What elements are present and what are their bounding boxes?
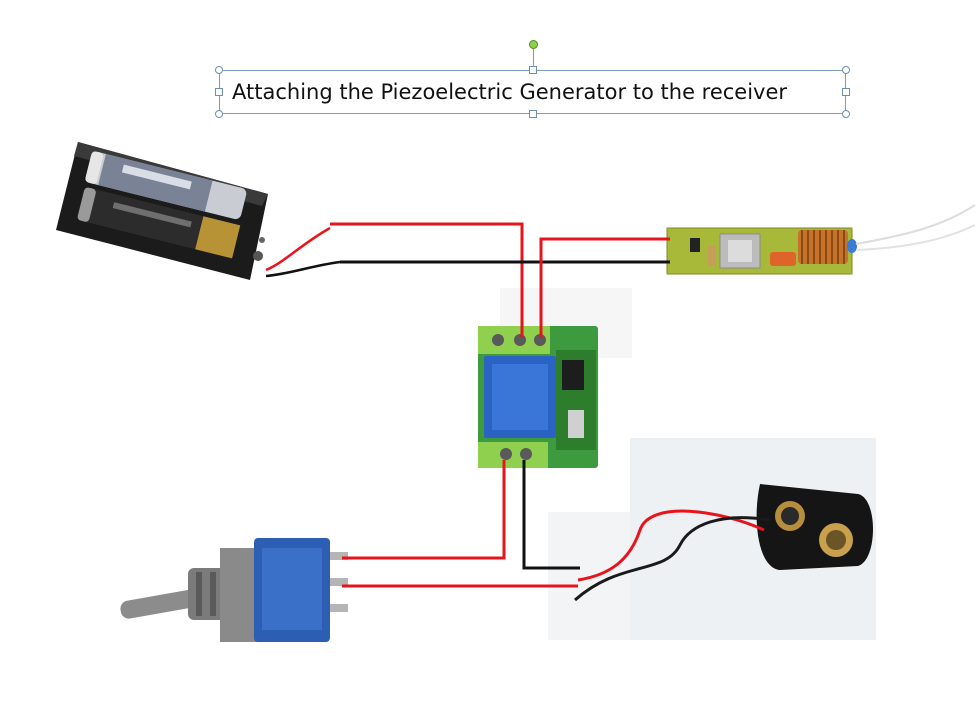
- resize-handle-top[interactable]: [529, 66, 537, 74]
- nine-volt-clip-icon: [548, 438, 876, 640]
- title-textbox[interactable]: Attaching the Piezoelectric Generator to…: [219, 70, 846, 114]
- wire-battery-positive: [330, 222, 524, 338]
- wire-relay-to-generator: [539, 237, 670, 338]
- resize-handle-left[interactable]: [215, 88, 223, 96]
- wire-relay-to-clip: [522, 460, 580, 570]
- resize-handle-top-left[interactable]: [215, 66, 223, 74]
- battery-pack-icon: [56, 142, 341, 280]
- toggle-switch-icon: [120, 538, 348, 642]
- relay-receiver-icon: [478, 288, 632, 468]
- wire-relay-to-switch: [342, 460, 506, 560]
- rotate-handle[interactable]: [529, 40, 538, 49]
- diagram-title: Attaching the Piezoelectric Generator to…: [232, 80, 788, 104]
- resize-handle-bottom[interactable]: [529, 110, 537, 118]
- rotate-stem: [533, 49, 534, 67]
- resize-handle-bottom-left[interactable]: [215, 110, 223, 118]
- piezo-generator-icon: [666, 204, 976, 275]
- resize-handle-bottom-right[interactable]: [842, 110, 850, 118]
- wires: [330, 222, 670, 588]
- resize-handle-right[interactable]: [842, 88, 850, 96]
- resize-handle-top-right[interactable]: [842, 66, 850, 74]
